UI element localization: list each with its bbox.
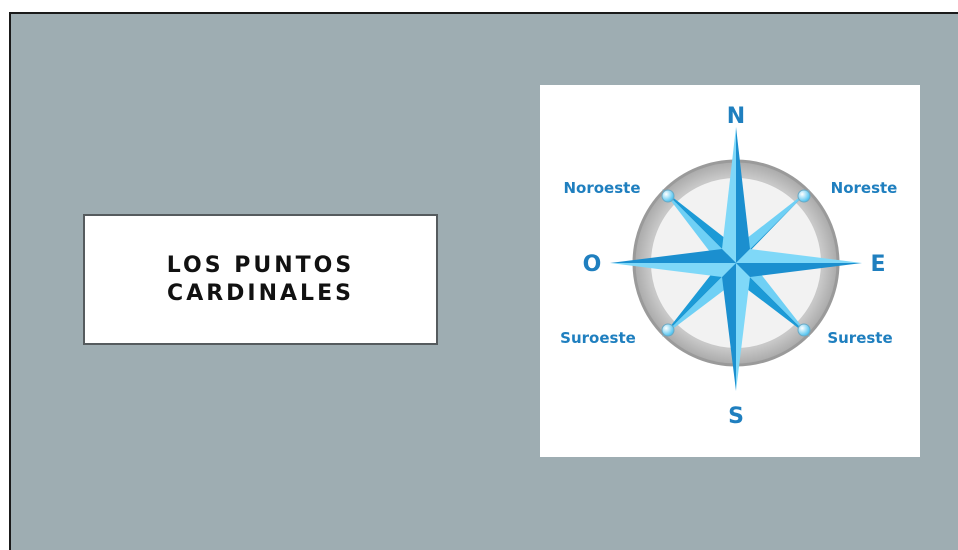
label-west: O [583,252,602,277]
label-northwest: Noroeste [563,179,640,197]
label-southeast: Sureste [827,329,892,347]
label-north: N [727,104,745,129]
bead-southeast [797,323,811,337]
label-northeast: Noreste [831,179,898,197]
title-box: LOS PUNTOS CARDINALES [83,214,438,345]
compass-image: N S E O Noroeste Noreste Suroeste Surest… [540,85,920,457]
label-east: E [870,252,885,277]
bead-southwest [661,323,675,337]
compass-rose-icon: N S E O Noroeste Noreste Suroeste Surest… [560,104,898,429]
compass-cardinal-points [610,127,862,391]
label-southwest: Suroeste [560,329,636,347]
label-south: S [728,404,744,429]
bead-northwest [661,189,675,203]
slide-title: LOS PUNTOS CARDINALES [166,253,355,306]
bead-northeast [797,189,811,203]
